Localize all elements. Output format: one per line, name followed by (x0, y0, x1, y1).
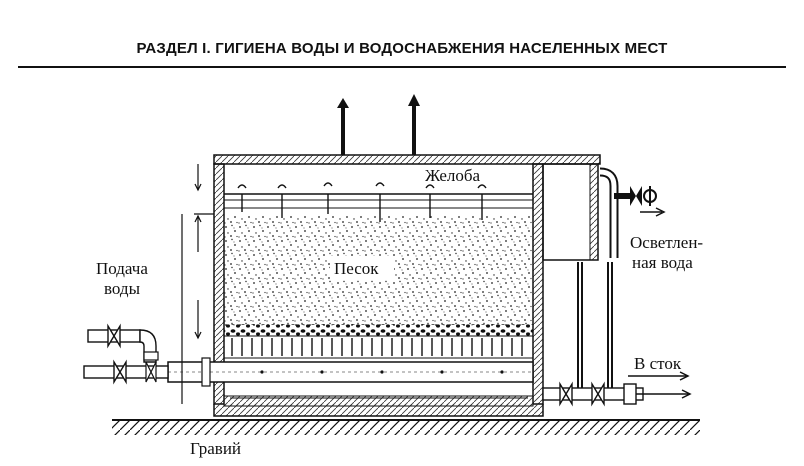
label-water-inlet-line-1: Подача (96, 259, 148, 278)
label-clarified-line-2: ная вода (632, 253, 693, 272)
label-water-inlet-line-2: воды (104, 279, 141, 298)
gravel-layer (223, 324, 534, 359)
label-clarified-line-1: Осветлен- (630, 233, 703, 252)
label-troughs: Желоба (425, 166, 481, 185)
dimension-marks (181, 164, 214, 404)
outlet-pipes (542, 167, 692, 407)
vent-pipes (337, 94, 420, 155)
header-rule (18, 66, 786, 68)
page-header-title: РАЗДЕЛ I. ГИГИЕНА ВОДЫ И ВОДОСНАБЖЕНИЯ Н… (136, 40, 668, 57)
filter-tank (213, 154, 601, 417)
troughs: Желоба (224, 166, 533, 222)
label-sand: Песок (334, 259, 379, 278)
underdrain-pipe (167, 357, 534, 387)
ground (112, 419, 700, 435)
inlet-pipes (83, 323, 169, 385)
sand-layer: Песок (224, 216, 533, 326)
label-gravel: Гравий (190, 439, 241, 458)
label-drain: В сток (634, 354, 682, 373)
